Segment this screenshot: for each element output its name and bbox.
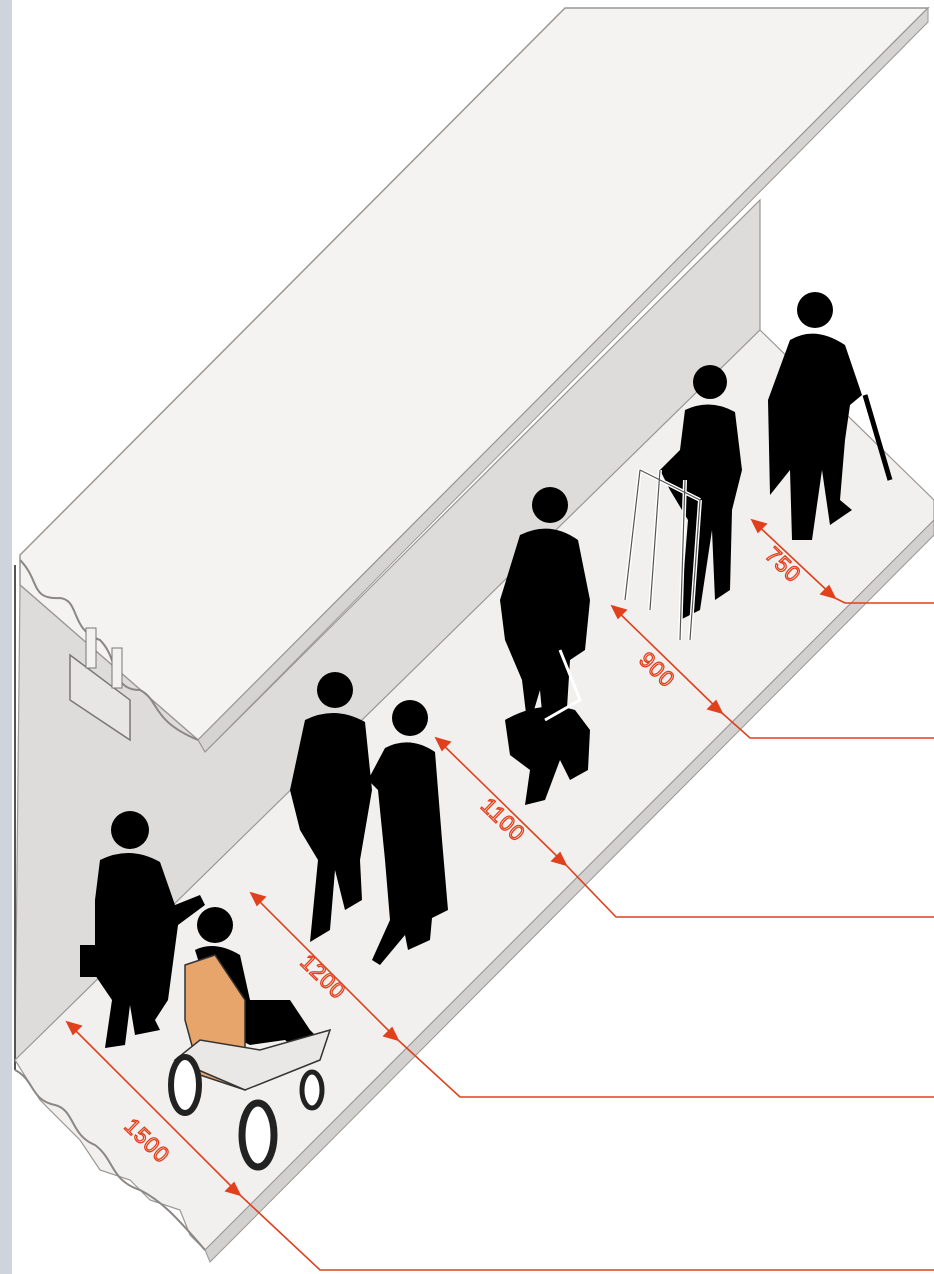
corridor-illustration: 750 900 1100 1200 1500 [0,0,934,1274]
corridor-width-diagram: 750 900 1100 1200 1500 [0,0,934,1274]
